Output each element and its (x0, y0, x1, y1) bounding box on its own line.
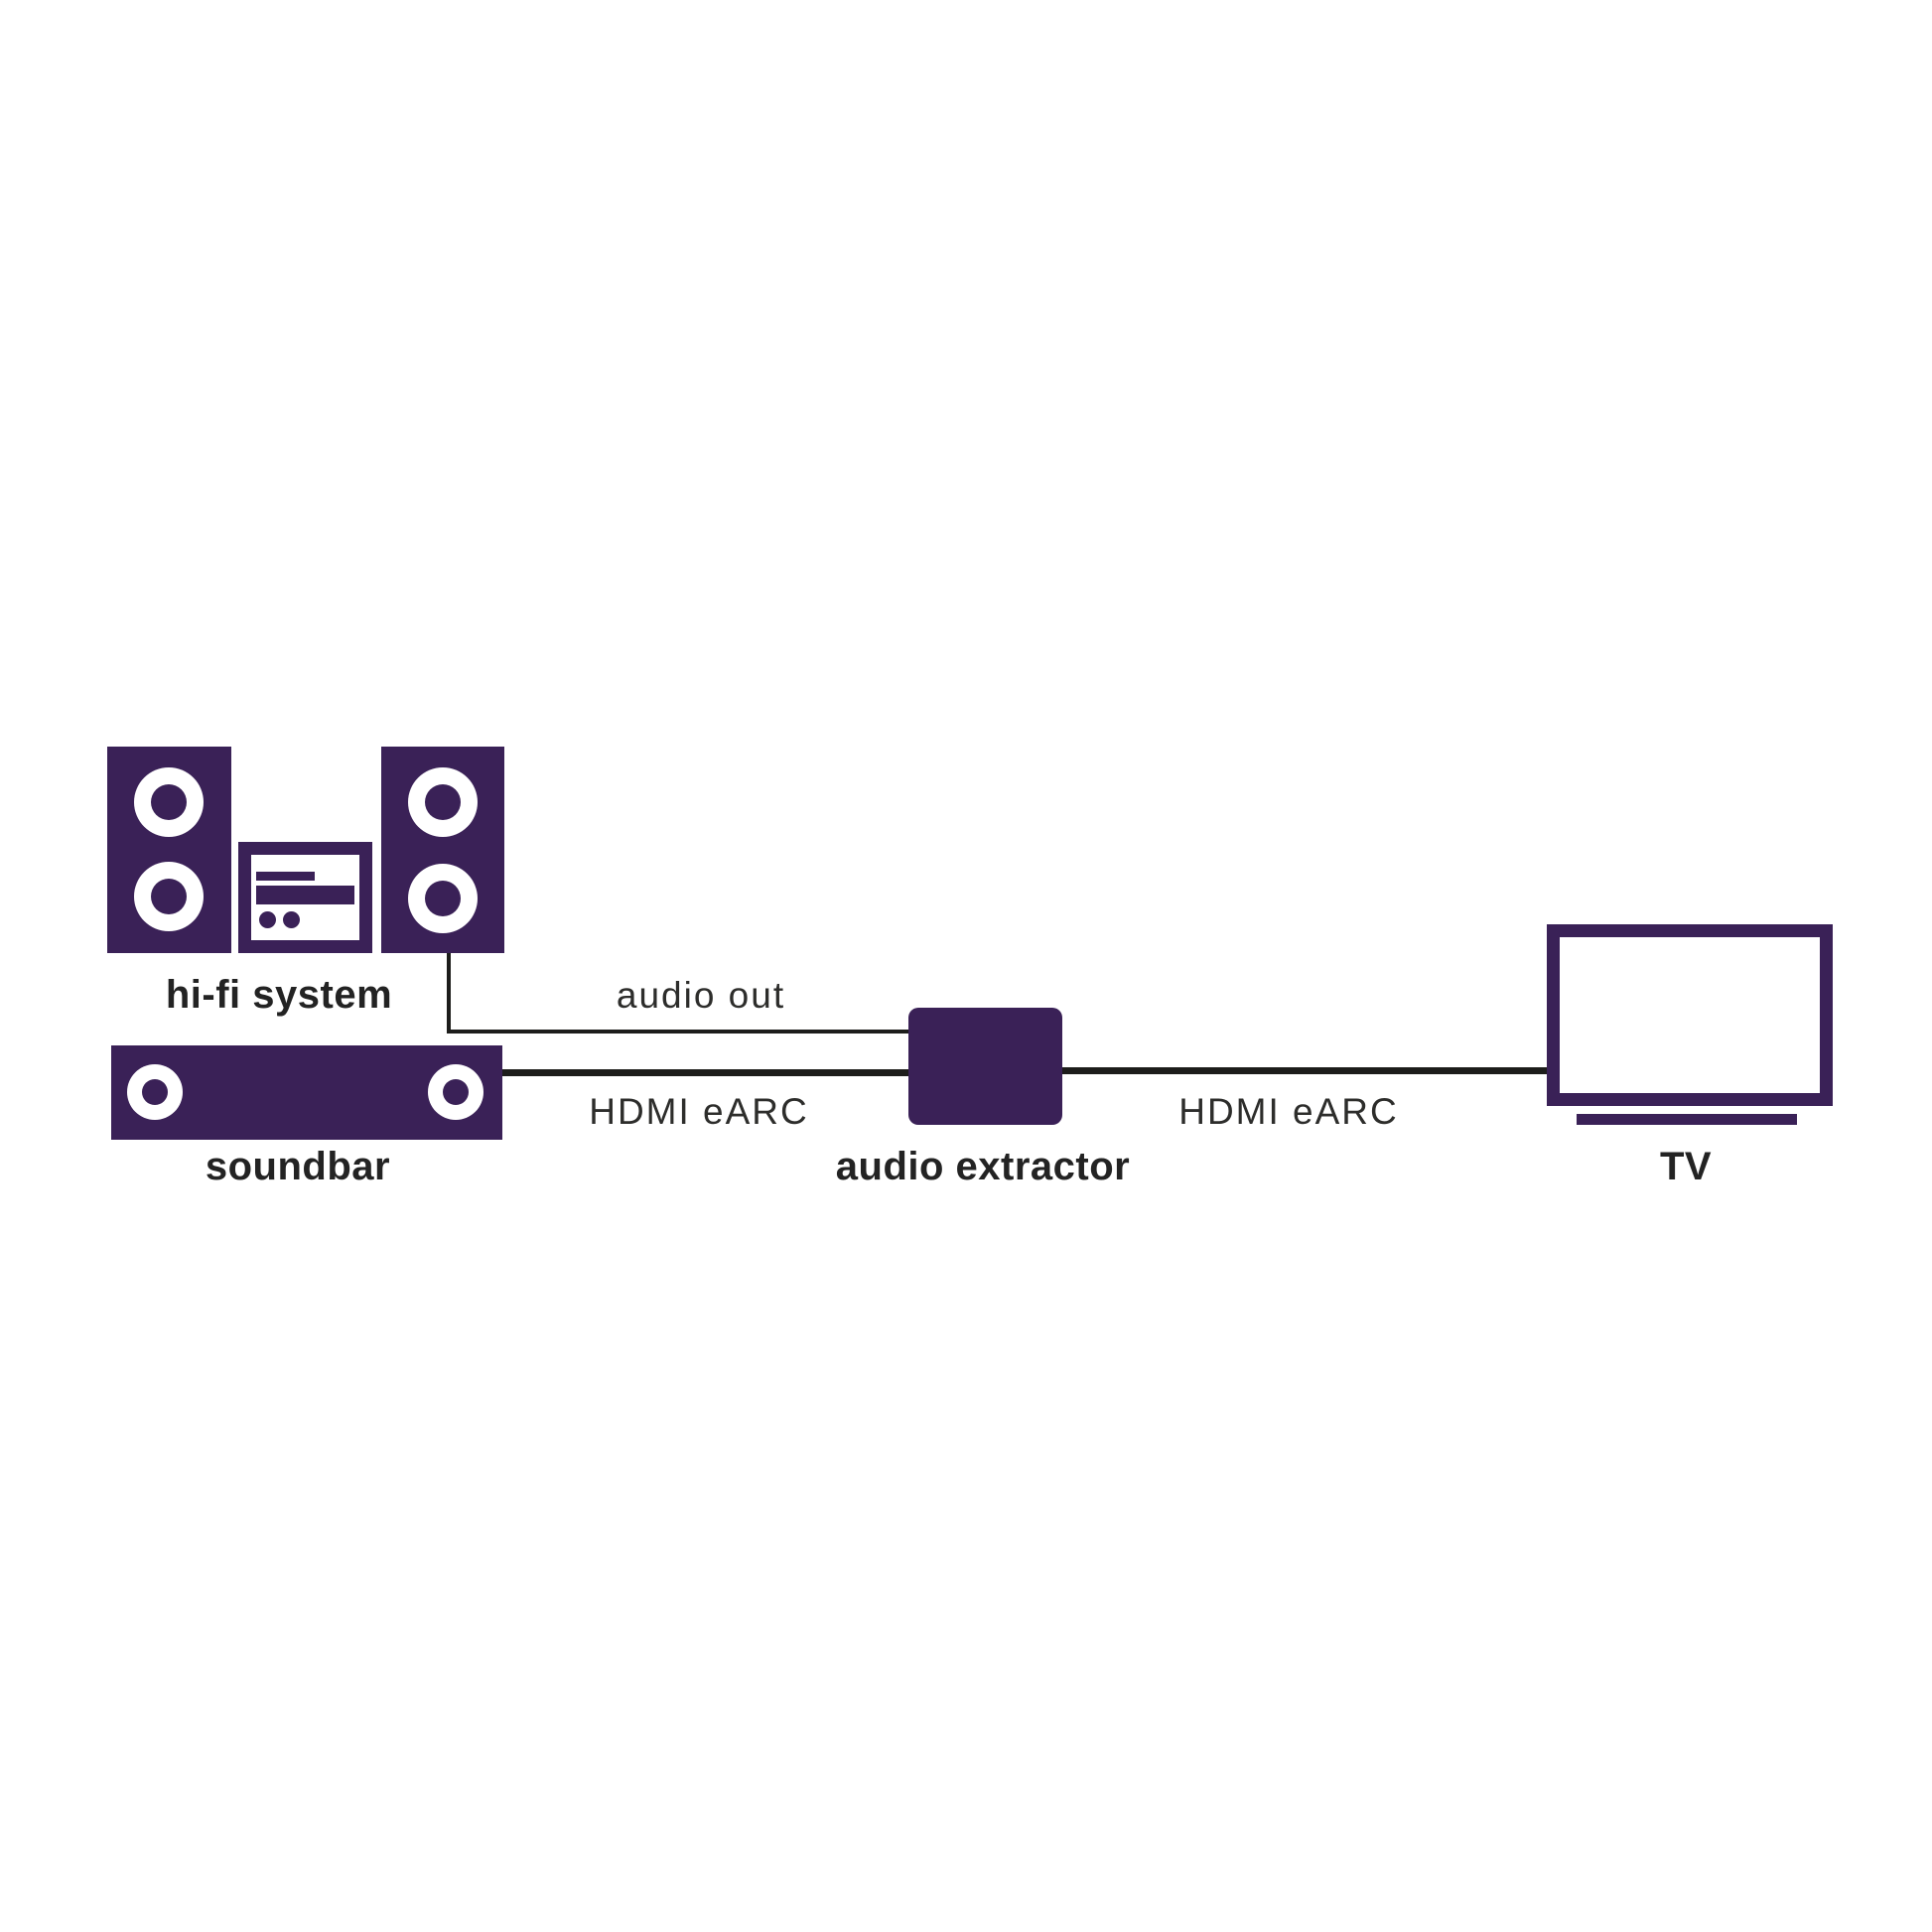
speaker-driver-icon (408, 767, 478, 837)
speaker-driver-icon (134, 862, 204, 931)
audio-out-label: audio out (616, 975, 786, 1016)
speaker-driver-icon (408, 864, 478, 933)
hifi-left-speaker-icon (107, 747, 231, 953)
receiver-face (251, 855, 359, 940)
speaker-driver-hole (425, 881, 461, 916)
speaker-driver-hole (443, 1079, 469, 1105)
hifi-system-icon (107, 747, 504, 953)
speaker-driver-hole (142, 1079, 168, 1105)
hifi-receiver-icon (238, 842, 372, 953)
audio-out-connector-vertical (447, 953, 451, 1034)
hdmi-earc-label-left: HDMI eARC (589, 1091, 809, 1132)
tv-icon (1547, 924, 1833, 1125)
hdmi-earc-connector-right (1062, 1067, 1547, 1074)
audio-extractor-icon (908, 1008, 1062, 1125)
hifi-system-label: hi-fi system (165, 973, 393, 1017)
hdmi-earc-label-right: HDMI eARC (1178, 1091, 1399, 1132)
speaker-driver-icon (428, 1064, 483, 1120)
tv-screen (1547, 924, 1833, 1106)
audio-out-connector-horizontal (447, 1030, 908, 1034)
soundbar-label: soundbar (205, 1145, 391, 1188)
soundbar-icon (111, 1045, 502, 1140)
speaker-driver-hole (151, 879, 187, 914)
receiver-knob-icon (259, 911, 276, 928)
speaker-driver-hole (151, 784, 187, 820)
hifi-right-speaker-icon (381, 747, 504, 953)
speaker-driver-hole (425, 784, 461, 820)
hdmi-earc-connector-left (502, 1069, 908, 1076)
speaker-driver-icon (134, 767, 204, 837)
tv-label: TV (1659, 1145, 1713, 1188)
receiver-display-bar (256, 886, 354, 904)
receiver-knob-icon (283, 911, 300, 928)
speaker-driver-icon (127, 1064, 183, 1120)
audio-extractor-label: audio extractor (835, 1145, 1131, 1188)
receiver-display-line (256, 872, 315, 881)
tv-stand (1577, 1114, 1797, 1125)
